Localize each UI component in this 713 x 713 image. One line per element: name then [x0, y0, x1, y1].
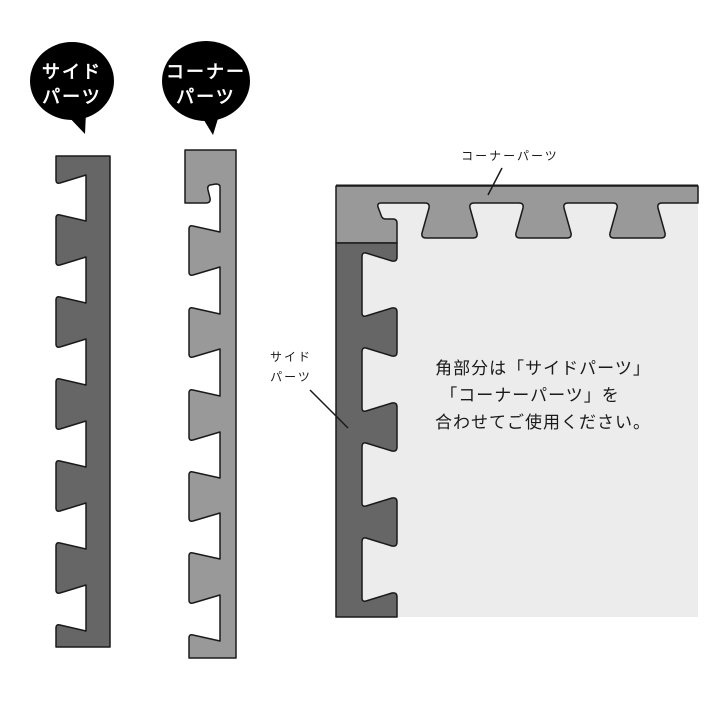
side-parts-label-line2: パーツ	[270, 370, 312, 384]
bubble-side-parts: サイド パーツ	[30, 42, 114, 134]
corner-leader-line	[487, 167, 503, 196]
note-line-3: 合わせてご使用ください。	[435, 412, 651, 433]
bubble-side-line2: パーツ	[42, 87, 102, 108]
bubble-corner-parts: コーナー パーツ	[162, 41, 250, 135]
side-parts-label-line1: サイド	[270, 350, 312, 364]
side-leader-line	[309, 389, 349, 429]
side-part-strip-body	[55, 155, 111, 648]
mat-corner-part	[335, 185, 699, 244]
mat-side-part	[335, 242, 398, 618]
corner-parts-label: コーナーパーツ	[461, 149, 559, 163]
bubble-side-line1: サイド	[42, 62, 102, 83]
mat-diagram: コーナーパーツ サイド パーツ 角部分は「サイドパーツ」 「コーナーパーツ」を …	[270, 149, 699, 618]
bubble-corner-line1: コーナー	[166, 62, 246, 83]
bubble-corner-line2: パーツ	[176, 87, 236, 108]
note-line-2: 「コーナーパーツ」を	[440, 386, 620, 406]
note-line-1: 角部分は「サイドパーツ」	[435, 359, 651, 379]
corner-part-strip	[184, 149, 237, 659]
